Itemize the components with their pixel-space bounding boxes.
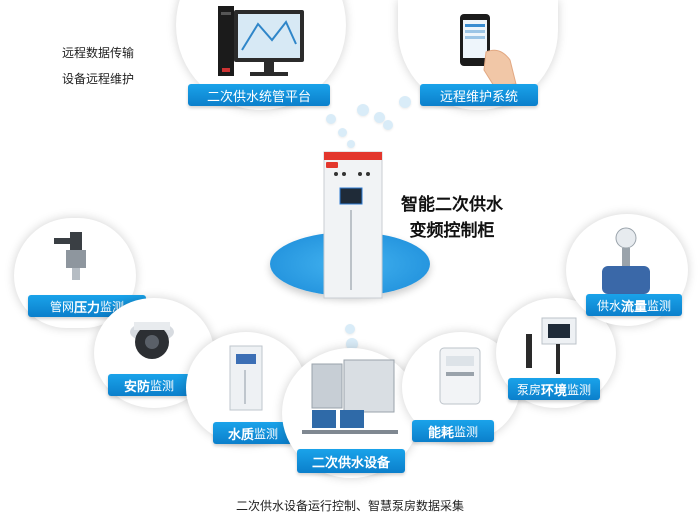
meter-icon	[439, 347, 481, 405]
flowmeter-icon	[602, 227, 650, 294]
label-equipment: 二次供水设备	[297, 449, 405, 473]
connector-dot	[357, 104, 369, 116]
label-flow: 供水流量监测	[586, 294, 682, 316]
label-platform: 二次供水统管平台	[188, 84, 330, 106]
connector-dot	[338, 128, 347, 137]
pressure-sensor-icon	[54, 232, 86, 280]
connector-dot	[326, 114, 336, 124]
label-energy: 能耗监测	[412, 420, 494, 442]
connector-dot	[345, 324, 355, 334]
label-security: 安防监测	[108, 374, 190, 396]
center-title-line1: 智能二次供水	[401, 195, 503, 215]
center-title-line2: 变频控制柜	[409, 221, 495, 241]
connector-dot	[347, 140, 355, 148]
bottom-caption: 二次供水设备运行控制、智慧泵房数据采集	[235, 499, 464, 513]
environment-sensor-icon	[526, 317, 577, 374]
control-cabinet-icon	[323, 151, 383, 299]
note-remote-maintenance: 设备远程维护	[62, 72, 135, 86]
computer-icon	[218, 6, 304, 76]
connector-dot	[383, 120, 393, 130]
connector-dot	[374, 112, 385, 123]
camera-icon	[130, 322, 174, 359]
note-remote-data: 远程数据传输	[62, 46, 135, 60]
water-analyzer-icon	[229, 345, 263, 411]
center-title: 智能二次供水 变频控制柜	[388, 192, 516, 244]
label-maintenance: 远程维护系统	[420, 84, 538, 106]
label-water-quality: 水质监测	[213, 422, 293, 444]
label-environment: 泵房环境监测	[508, 378, 600, 400]
connector-dot	[399, 96, 411, 108]
connector-dot	[346, 338, 358, 350]
pump-equipment-icon	[302, 359, 398, 434]
